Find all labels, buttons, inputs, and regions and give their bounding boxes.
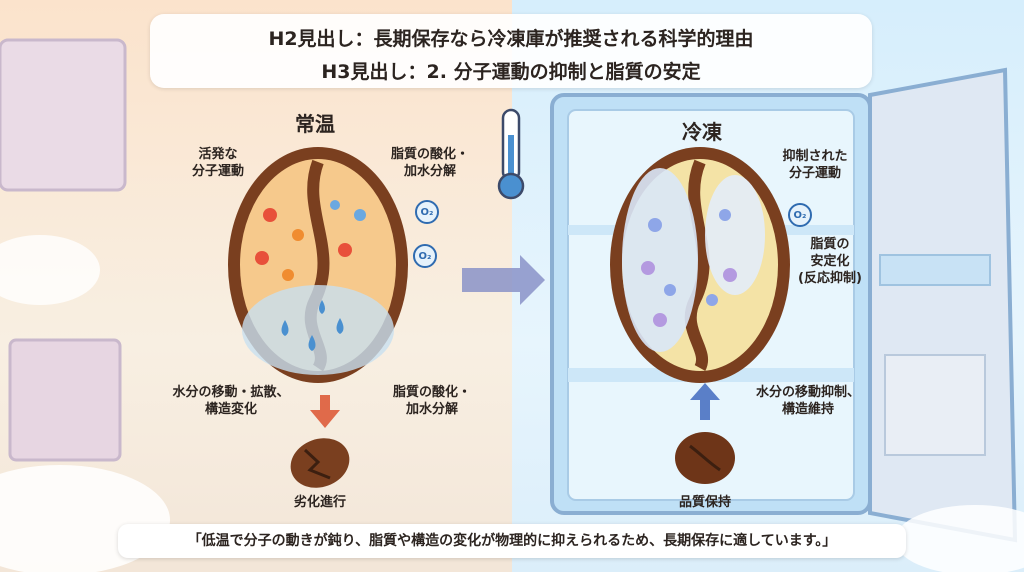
label-oxidation-bottom: 脂質の酸化・ 加水分解: [392, 385, 471, 417]
room-temp-title: 常温: [295, 112, 335, 136]
label-water-migration: 水分の移動・拡散、 構造変化: [172, 385, 290, 417]
label-quality-retention: 品質保持: [678, 495, 731, 510]
door-shelf: [879, 254, 991, 286]
transition-arrow: [462, 255, 545, 305]
oxygen-molecules-left: [413, 200, 439, 268]
oxygen-molecule-right: [788, 203, 812, 227]
left-counter: [8, 338, 122, 462]
suppressed-molecules: [641, 209, 737, 327]
fresh-bean-icon: [675, 432, 735, 484]
label-suppressed-motion: 抑制された 分子運動: [782, 149, 848, 181]
frozen-bean: [610, 147, 790, 383]
thermometer-icon: [497, 108, 525, 200]
label-lipid-stabilization: 脂質の 安定化 (反応抑制): [798, 237, 862, 286]
label-oxidation-top: 脂質の酸化・ 加水分解: [390, 147, 469, 179]
active-molecules: [255, 200, 366, 281]
label-water-suppression: 水分の移動抑制、 構造維持: [755, 385, 860, 417]
h2-heading: H2見出し：長期保存なら冷凍庫が推奨される科学的理由: [268, 28, 754, 50]
cloud-left-top: [0, 235, 100, 305]
water-droplets-left: [281, 300, 344, 351]
degradation-arrow: [310, 395, 340, 428]
preservation-arrow: [690, 383, 720, 420]
label-degradation: 劣化進行: [293, 495, 346, 510]
degraded-bean-icon: [290, 438, 350, 488]
oxygen-label-right: O₂: [793, 210, 807, 221]
summary-note: 「低温で分子の動きが鈍り、脂質や構造の変化が物理的に抑えられるため、長期保存に適…: [118, 524, 906, 558]
oxygen-label-2: O₂: [418, 251, 432, 262]
room-temp-bean: [228, 147, 408, 383]
oxygen-label-1: O₂: [420, 207, 434, 218]
cloud-right: [895, 505, 1024, 572]
freezer-title: 冷凍: [682, 120, 722, 144]
header-panel: H2見出し：長期保存なら冷凍庫が推奨される科学的理由 H3見出し：2. 分子運動…: [150, 14, 872, 88]
h3-heading: H3見出し：2. 分子運動の抑制と脂質の安定: [321, 61, 701, 83]
freezer-door: [868, 67, 1018, 543]
door-bin: [884, 354, 986, 456]
wall-cabinet: [0, 38, 127, 192]
label-active-motion: 活発な 分子運動: [191, 147, 244, 179]
